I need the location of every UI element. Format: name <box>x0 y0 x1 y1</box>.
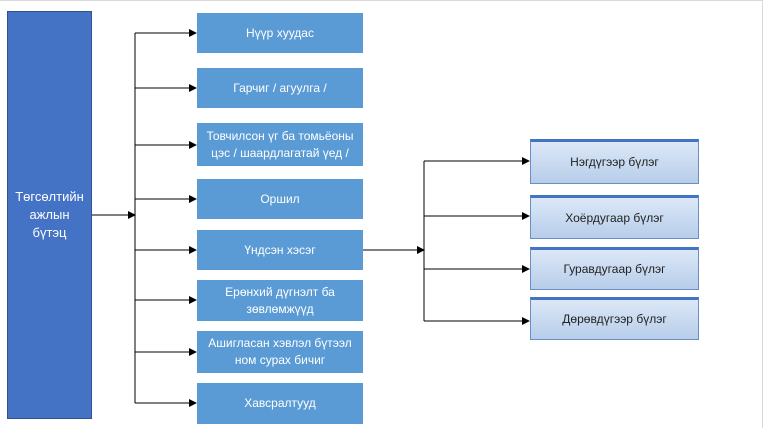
chapter-label: Нэгдүгээр бүлэг <box>570 155 659 169</box>
chapter-1: Нэгдүгээр бүлэг <box>530 139 699 184</box>
section-label: Ашигласан хэвлэл бүтээл ном сурах бичиг <box>208 336 352 367</box>
section-abbreviations: Товчилсон үг ба томьёоны цэс / шаардлага… <box>197 123 363 166</box>
section-contents: Гарчиг / агуулга / <box>197 68 363 108</box>
section-label: Гарчиг / агуулга / <box>233 80 327 95</box>
root-label: Төгсөлтийн ажлын бүтэц <box>15 189 84 240</box>
section-label: Хавсралтууд <box>244 396 316 410</box>
section-main-part: Үндсэн хэсэг <box>197 230 363 270</box>
section-cover-page: Нүүр хуудас <box>197 13 363 53</box>
section-label: Оршил <box>260 191 300 206</box>
section-label: Нүүр хуудас <box>246 25 314 40</box>
section-appendices: Хавсралтууд <box>197 383 363 424</box>
chapter-label: Дөрөвдүгээр бүлэг <box>562 312 667 326</box>
section-label: Товчилсон үг ба томьёоны цэс / шаардлага… <box>206 128 354 160</box>
chapter-label: Хоёрдугаар бүлэг <box>565 210 664 225</box>
chapter-4: Дөрөвдүгээр бүлэг <box>530 297 699 340</box>
chapter-label: Гуравдугаар бүлэг <box>563 262 666 276</box>
root-node: Төгсөлтийн ажлын бүтэц <box>7 11 92 419</box>
section-label: Ерөнхий дүгнэлт ба зөвлөмжүүд <box>225 284 335 316</box>
chapter-2: Хоёрдугаар бүлэг <box>530 195 699 239</box>
section-conclusion: Ерөнхий дүгнэлт ба зөвлөмжүүд <box>197 280 363 321</box>
section-introduction: Оршил <box>197 179 363 219</box>
chapter-3: Гуравдугаар бүлэг <box>530 247 699 290</box>
section-label: Үндсэн хэсэг <box>244 242 316 257</box>
section-references: Ашигласан хэвлэл бүтээл ном сурах бичиг <box>197 331 363 373</box>
